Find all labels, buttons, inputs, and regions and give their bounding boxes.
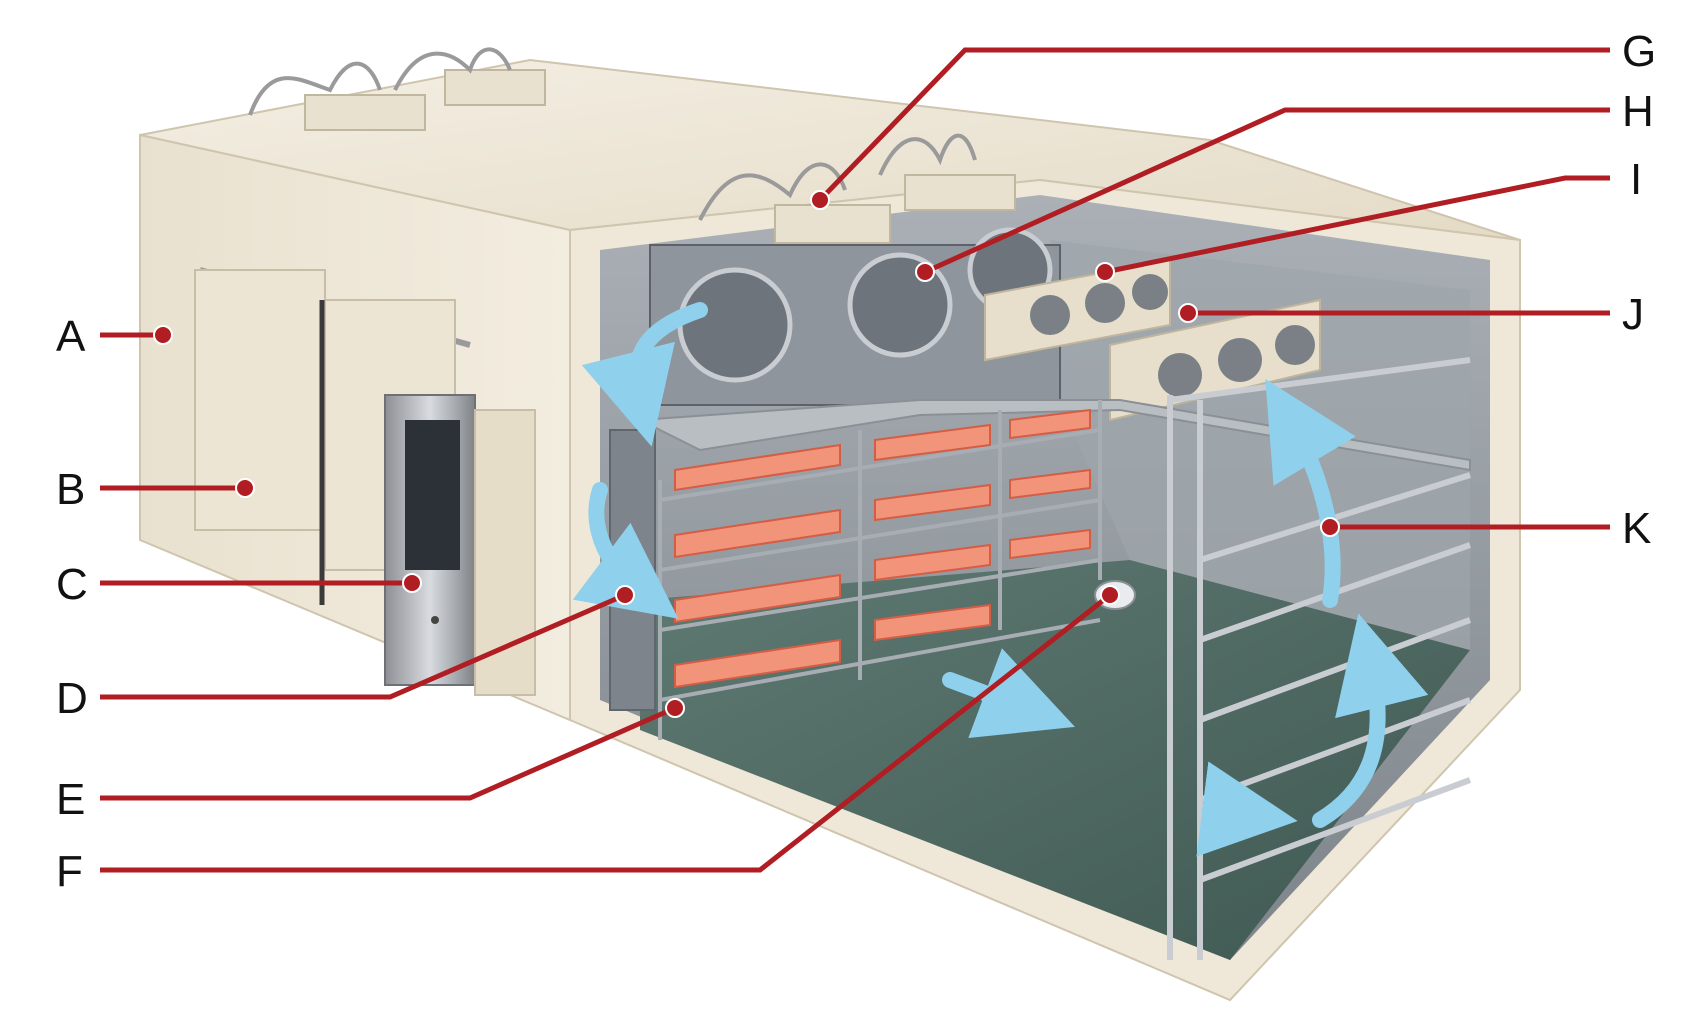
leader-lines bbox=[100, 47, 1610, 873]
product-racks bbox=[658, 400, 1102, 740]
label-b: B bbox=[56, 465, 86, 514]
label-f: F bbox=[56, 847, 83, 896]
label-g: G bbox=[1622, 27, 1657, 76]
air-deflector-ceiling bbox=[636, 399, 1471, 472]
leader-e bbox=[100, 705, 677, 801]
leader-i bbox=[1104, 175, 1610, 275]
leader-f bbox=[100, 593, 1112, 873]
label-h: H bbox=[1622, 87, 1654, 136]
leader-endpoints bbox=[153, 190, 1340, 718]
leader-h bbox=[923, 107, 1610, 275]
label-e: E bbox=[56, 775, 86, 824]
control-panel bbox=[384, 394, 536, 696]
label-c: C bbox=[56, 560, 88, 609]
label-d: D bbox=[56, 674, 88, 723]
label-i: I bbox=[1630, 155, 1643, 204]
label-k: K bbox=[1622, 504, 1652, 553]
leader-g bbox=[818, 47, 1610, 202]
label-a: A bbox=[56, 312, 86, 361]
roof-condensers bbox=[248, 47, 1016, 244]
airflow-arrows bbox=[572, 302, 1429, 857]
leader-d bbox=[100, 592, 626, 700]
label-j: J bbox=[1622, 290, 1644, 339]
